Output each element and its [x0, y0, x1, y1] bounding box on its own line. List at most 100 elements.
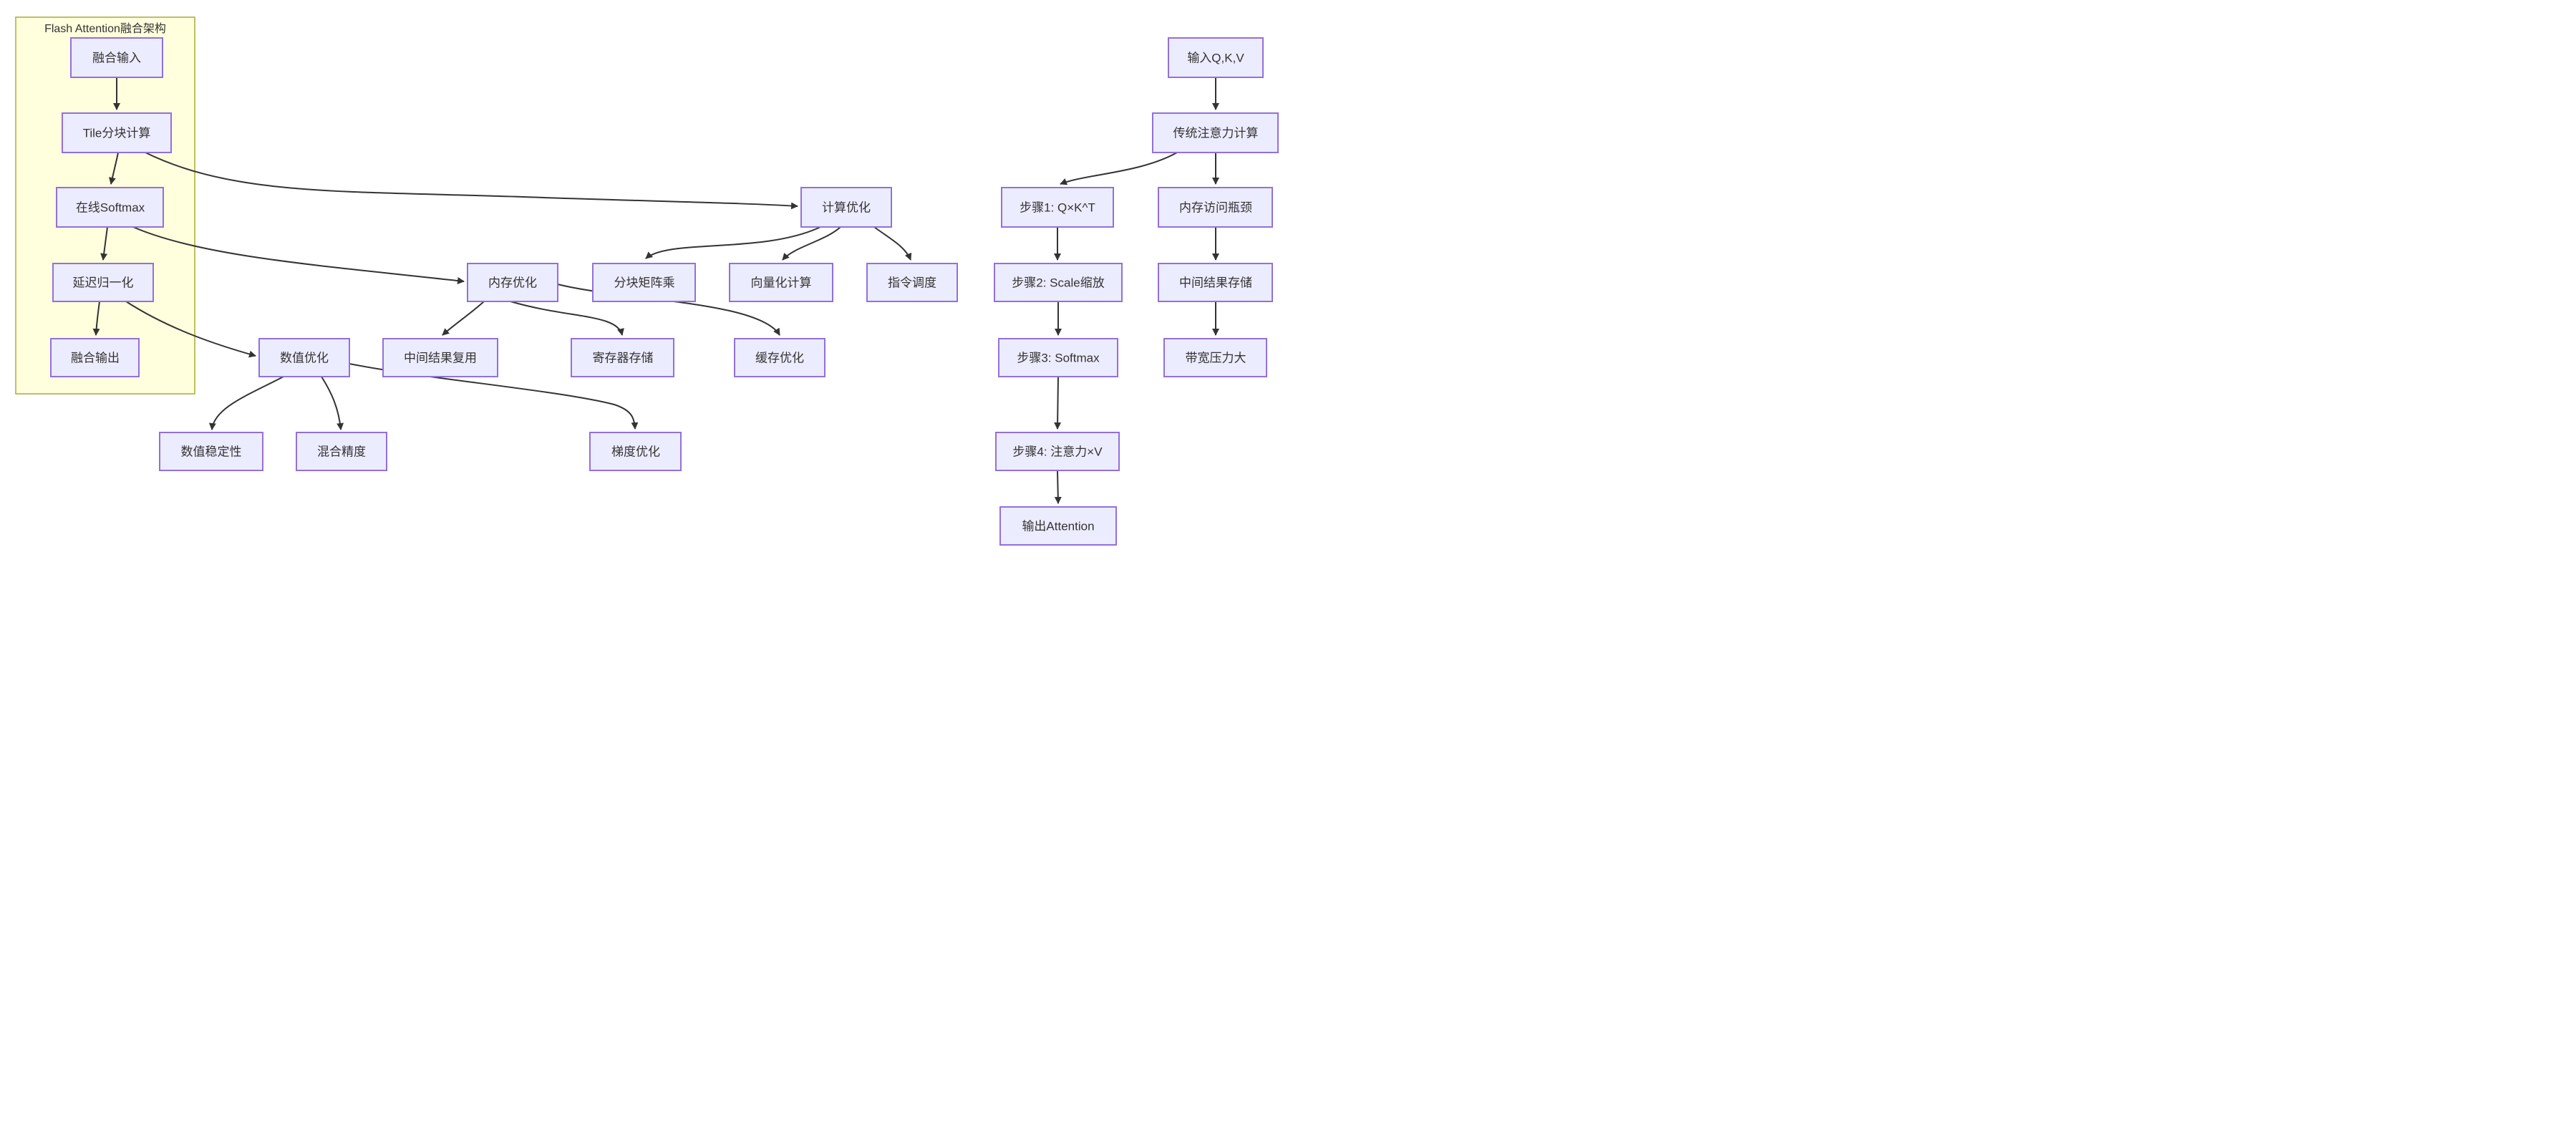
node-online-softmax: 在线Softmax	[56, 187, 164, 228]
node-output-attention-box	[999, 506, 1117, 546]
node-bandwidth-pressure: 带宽压力大	[1163, 338, 1267, 377]
node-numeric-opt-label: 数值优化	[280, 352, 329, 365]
node-instruction-sched-box	[866, 263, 958, 302]
node-memory-bottleneck-box	[1158, 187, 1273, 228]
node-fusion-input: 融合输入	[70, 37, 163, 78]
node-traditional-attn-box	[1152, 112, 1279, 153]
node-memory-opt-box	[467, 263, 558, 302]
node-mixed-precision-label: 混合精度	[317, 445, 366, 459]
node-memory-bottleneck: 内存访问瓶颈	[1158, 187, 1273, 228]
node-online-softmax-box	[56, 187, 164, 228]
node-traditional-attn-label: 传统注意力计算	[1173, 127, 1259, 140]
node-tile-block: Tile分块计算	[62, 112, 172, 153]
node-compute-opt: 计算优化	[800, 187, 892, 228]
node-step4-attnv: 步骤4: 注意力×V	[995, 432, 1120, 471]
node-fusion-input-box	[70, 37, 163, 78]
edge-tile-block--compute-opt	[145, 152, 798, 210]
edge-compute-opt--block-matmul	[645, 226, 821, 259]
node-numeric-opt: 数值优化	[258, 338, 350, 377]
node-memory-bottleneck-label: 内存访问瓶颈	[1179, 201, 1252, 215]
node-input-qkv: 输入Q,K,V	[1168, 37, 1264, 78]
node-numeric-stability-label: 数值稳定性	[181, 445, 242, 459]
edge-traditional-attn--step1-qk	[1060, 152, 1178, 185]
node-intermediate-reuse: 中间结果复用	[382, 338, 498, 377]
edge-compute-opt--instruction-sched	[873, 226, 912, 261]
node-cache-opt-label: 缓存优化	[755, 352, 804, 365]
node-tile-block-box	[62, 112, 172, 153]
node-instruction-sched-label: 指令调度	[888, 276, 936, 290]
node-register-store-label: 寄存器存储	[593, 352, 654, 365]
node-fusion-output-label: 融合输出	[71, 352, 120, 365]
node-gradient-opt: 梯度优化	[589, 432, 682, 471]
node-fusion-output: 融合输出	[50, 338, 140, 377]
edge-memory-opt--register-store	[510, 301, 624, 336]
node-vectorized-compute: 向量化计算	[729, 263, 833, 302]
node-step2-scale: 步骤2: Scale缩放	[994, 263, 1123, 302]
edge-online-softmax--memory-opt	[132, 226, 465, 284]
node-intermediate-store: 中间结果存储	[1158, 263, 1273, 302]
node-bandwidth-pressure-label: 带宽压力大	[1186, 352, 1246, 365]
node-tile-block-label: Tile分块计算	[83, 127, 151, 140]
node-mixed-precision: 混合精度	[296, 432, 387, 471]
node-fusion-input-label: 融合输入	[92, 52, 141, 65]
node-mixed-precision-box	[296, 432, 387, 471]
node-fusion-output-box	[50, 338, 140, 377]
edge-memory-opt--cache-opt	[557, 284, 780, 336]
node-delayed-norm-label: 延迟归一化	[73, 276, 134, 290]
node-step1-qk-box	[1001, 187, 1114, 228]
node-step2-scale-box	[994, 263, 1123, 302]
node-step3-softmax-label: 步骤3: Softmax	[1017, 352, 1100, 365]
edges-layer	[92, 77, 1219, 504]
node-step1-qk-label: 步骤1: Q×K^T	[1020, 201, 1095, 215]
node-vectorized-compute-box	[729, 263, 833, 302]
edge-online-softmax--delayed-norm	[100, 226, 108, 261]
edge-compute-opt--vectorized-compute	[782, 226, 841, 261]
edge-step3-softmax--step4-attnv	[1054, 376, 1062, 430]
node-step4-attnv-box	[995, 432, 1120, 471]
node-numeric-stability-box	[159, 432, 263, 471]
edge-delayed-norm--fusion-output	[92, 301, 100, 336]
edge-numeric-opt--numeric-stability	[208, 376, 284, 430]
nodes-layer: 融合输入 Tile分块计算 在线Softmax 延迟归一化 融合输出 计算优化 …	[50, 37, 1279, 546]
node-instruction-sched: 指令调度	[866, 263, 958, 302]
node-output-attention-label: 输出Attention	[1022, 520, 1094, 533]
node-intermediate-store-box	[1158, 263, 1273, 302]
node-compute-opt-box	[800, 187, 892, 228]
node-numeric-opt-box	[258, 338, 350, 377]
edge-memory-opt--intermediate-reuse	[442, 301, 485, 336]
node-register-store: 寄存器存储	[571, 338, 674, 377]
node-memory-opt: 内存优化	[467, 263, 558, 302]
node-numeric-stability: 数值稳定性	[159, 432, 263, 471]
node-gradient-opt-label: 梯度优化	[611, 445, 660, 459]
node-memory-opt-label: 内存优化	[488, 276, 537, 290]
node-intermediate-reuse-label: 中间结果复用	[404, 352, 477, 365]
node-block-matmul: 分块矩阵乘	[592, 263, 696, 302]
node-bandwidth-pressure-box	[1163, 338, 1267, 377]
node-traditional-attn: 传统注意力计算	[1152, 112, 1279, 153]
node-compute-opt-label: 计算优化	[822, 201, 871, 215]
node-step3-softmax-box	[998, 338, 1118, 377]
edge-numeric-opt--mixed-precision	[321, 376, 344, 430]
node-step1-qk: 步骤1: Q×K^T	[1001, 187, 1114, 228]
node-block-matmul-box	[592, 263, 696, 302]
flowchart-canvas: Flash Attention融合架构 融合输入	[0, 0, 1288, 561]
node-step3-softmax: 步骤3: Softmax	[998, 338, 1118, 377]
node-block-matmul-label: 分块矩阵乘	[614, 276, 675, 290]
subgraph-title: Flash Attention融合架构	[44, 22, 166, 35]
edge-delayed-norm--numeric-opt	[125, 301, 256, 358]
flowchart-svg: Flash Attention融合架构 融合输入	[15, 16, 1279, 546]
node-output-attention: 输出Attention	[999, 506, 1117, 546]
node-gradient-opt-box	[589, 432, 682, 471]
node-cache-opt: 缓存优化	[734, 338, 825, 377]
node-register-store-box	[571, 338, 674, 377]
node-step2-scale-label: 步骤2: Scale缩放	[1012, 276, 1104, 290]
node-vectorized-compute-label: 向量化计算	[751, 276, 812, 290]
node-delayed-norm-box	[52, 263, 154, 302]
node-cache-opt-box	[734, 338, 825, 377]
edge-step4-attnv--output-attention	[1054, 470, 1062, 504]
node-step4-attnv-label: 步骤4: 注意力×V	[1012, 445, 1103, 459]
node-online-softmax-label: 在线Softmax	[76, 201, 145, 215]
node-intermediate-reuse-box	[382, 338, 498, 377]
edge-tile-block--online-softmax	[108, 152, 119, 185]
node-input-qkv-label: 输入Q,K,V	[1187, 52, 1244, 65]
